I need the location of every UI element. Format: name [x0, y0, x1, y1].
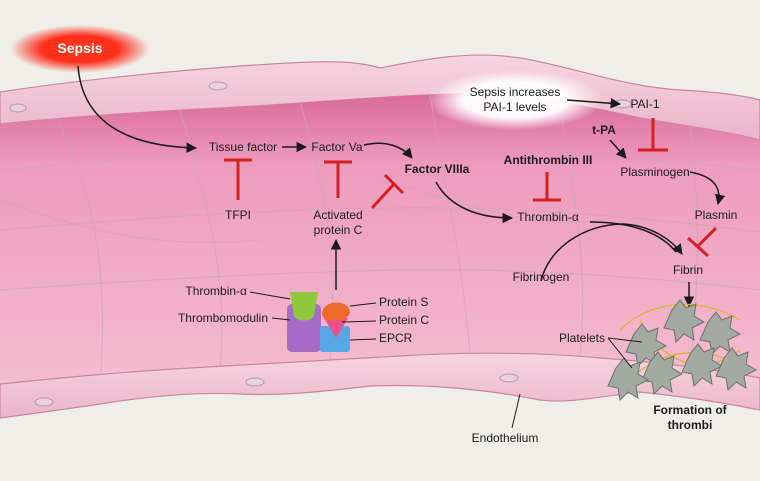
thrombin-alpha-receptor-label: Thrombin-α [185, 284, 247, 298]
thrombin-pointer [249, 291, 291, 300]
arrow-va-to-viiia [363, 142, 413, 159]
thrombomodulin-label: Thrombomodulin [178, 311, 268, 325]
factor-viiia-label: Factor VIIIa [405, 162, 470, 176]
vessel-lumen [0, 93, 760, 384]
apc-label-line2: protein C [314, 223, 363, 237]
platelet-5 [681, 343, 724, 388]
factor-va-label: Factor Va [311, 140, 362, 154]
platelets-pointer-1 [607, 337, 643, 343]
epcr-shape [320, 326, 350, 352]
platelets-pointer-2 [607, 337, 633, 369]
receptor-complex [287, 292, 350, 352]
protein-s-shape [322, 302, 350, 321]
thrombus-cluster [607, 299, 758, 402]
fibrin-label: Fibrin [673, 263, 703, 277]
arrow-thrombin-to-fibrin [589, 221, 677, 253]
epcr-pointer [349, 338, 377, 341]
epcr-label: EPCR [379, 331, 413, 345]
protein-c-label: Protein C [379, 313, 429, 327]
sepsis-pai-line1: Sepsis increases [470, 85, 561, 99]
inhibition-bar-plasmin [686, 236, 710, 258]
thrombi-label-line2: thrombi [668, 418, 713, 432]
upper-endothelium [0, 54, 760, 141]
sepsis-glow [10, 25, 150, 73]
tpa-label: t-PA [592, 123, 616, 137]
platelets-label: Platelets [559, 331, 605, 345]
protein-c-pointer [341, 320, 377, 323]
sepsis-pai-line2: PAI-1 levels [483, 100, 546, 114]
arrow-sepsis-to-tissue-factor [77, 65, 198, 153]
tfpi-label: TFPI [225, 208, 251, 222]
plasmin-label: Plasmin [695, 208, 738, 222]
tissue-factor-label: Tissue factor [209, 140, 277, 154]
platelet-6 [715, 347, 758, 392]
platelet-3 [699, 311, 742, 356]
lower-endothelium [0, 352, 760, 419]
protein-c-shape [324, 318, 348, 338]
plasminogen-label: Plasminogen [620, 165, 689, 179]
pai-glow [427, 70, 603, 130]
thrombi-label-line1: Formation of [653, 403, 727, 417]
platelet-4 [641, 351, 684, 396]
arrow-tpa-to-plasminogen [609, 139, 627, 159]
endothelium-label: Endothelium [472, 431, 539, 445]
endothelium-pointer [511, 393, 521, 429]
platelet-2 [663, 299, 706, 344]
arrow-to-pai1 [566, 98, 622, 109]
antithrombin-label: Antithrombin III [504, 153, 593, 167]
fibrinogen-label: Fibrinogen [513, 270, 570, 284]
cell-texture [0, 94, 760, 385]
arrow-plasminogen-to-plasmin [689, 171, 726, 206]
apc-label-line1: Activated [313, 208, 362, 222]
pai1-label: PAI-1 [630, 97, 659, 111]
thrombomodulin-pointer [271, 317, 291, 321]
thrombin-alpha-label: Thrombin-α [517, 210, 579, 224]
thrombin-shape [290, 292, 318, 321]
inhibition-stem-viiia [370, 182, 396, 210]
arrow-viiia-to-thrombin [435, 181, 514, 224]
protein-s-pointer [349, 302, 377, 307]
platelet-1 [625, 323, 668, 368]
cell-nuclei [9, 81, 632, 407]
sepsis-label: Sepsis [57, 40, 102, 56]
protein-s-label: Protein S [379, 295, 428, 309]
inhibition-stem-plasmin [696, 226, 718, 248]
